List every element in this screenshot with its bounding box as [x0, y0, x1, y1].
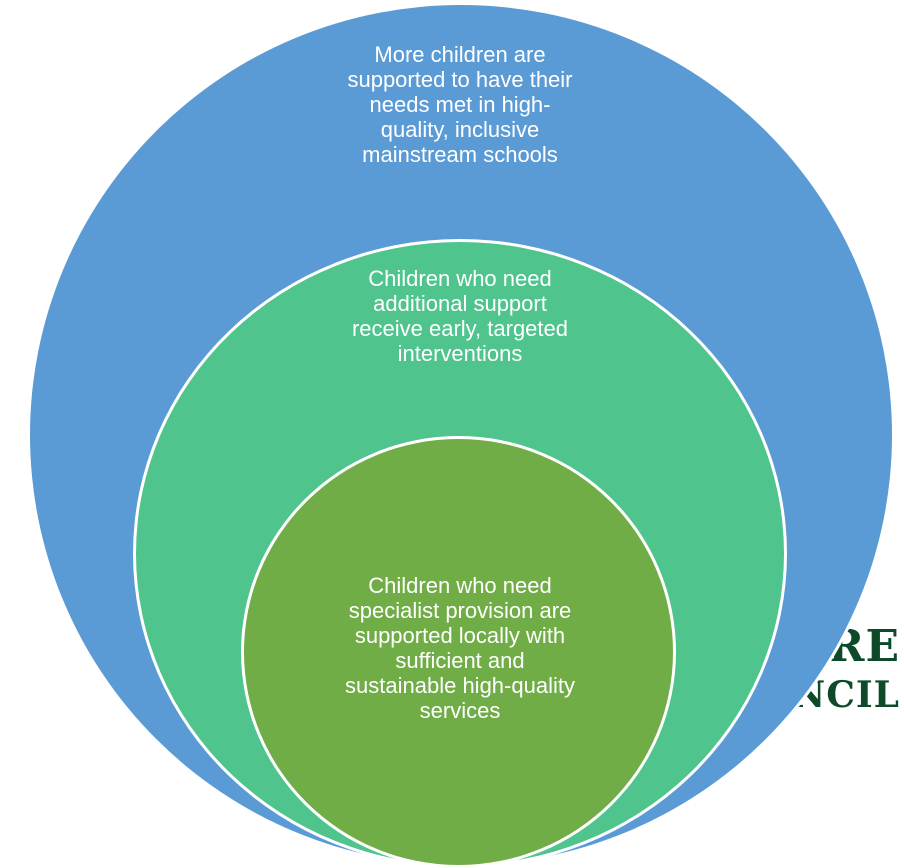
middle-circle-label: Children who need additional support rec… [351, 266, 569, 366]
outer-circle-label: More children are supported to have thei… [347, 42, 573, 167]
inner-circle [241, 436, 676, 868]
inner-circle-label: Children who need specialist provision a… [345, 573, 575, 723]
